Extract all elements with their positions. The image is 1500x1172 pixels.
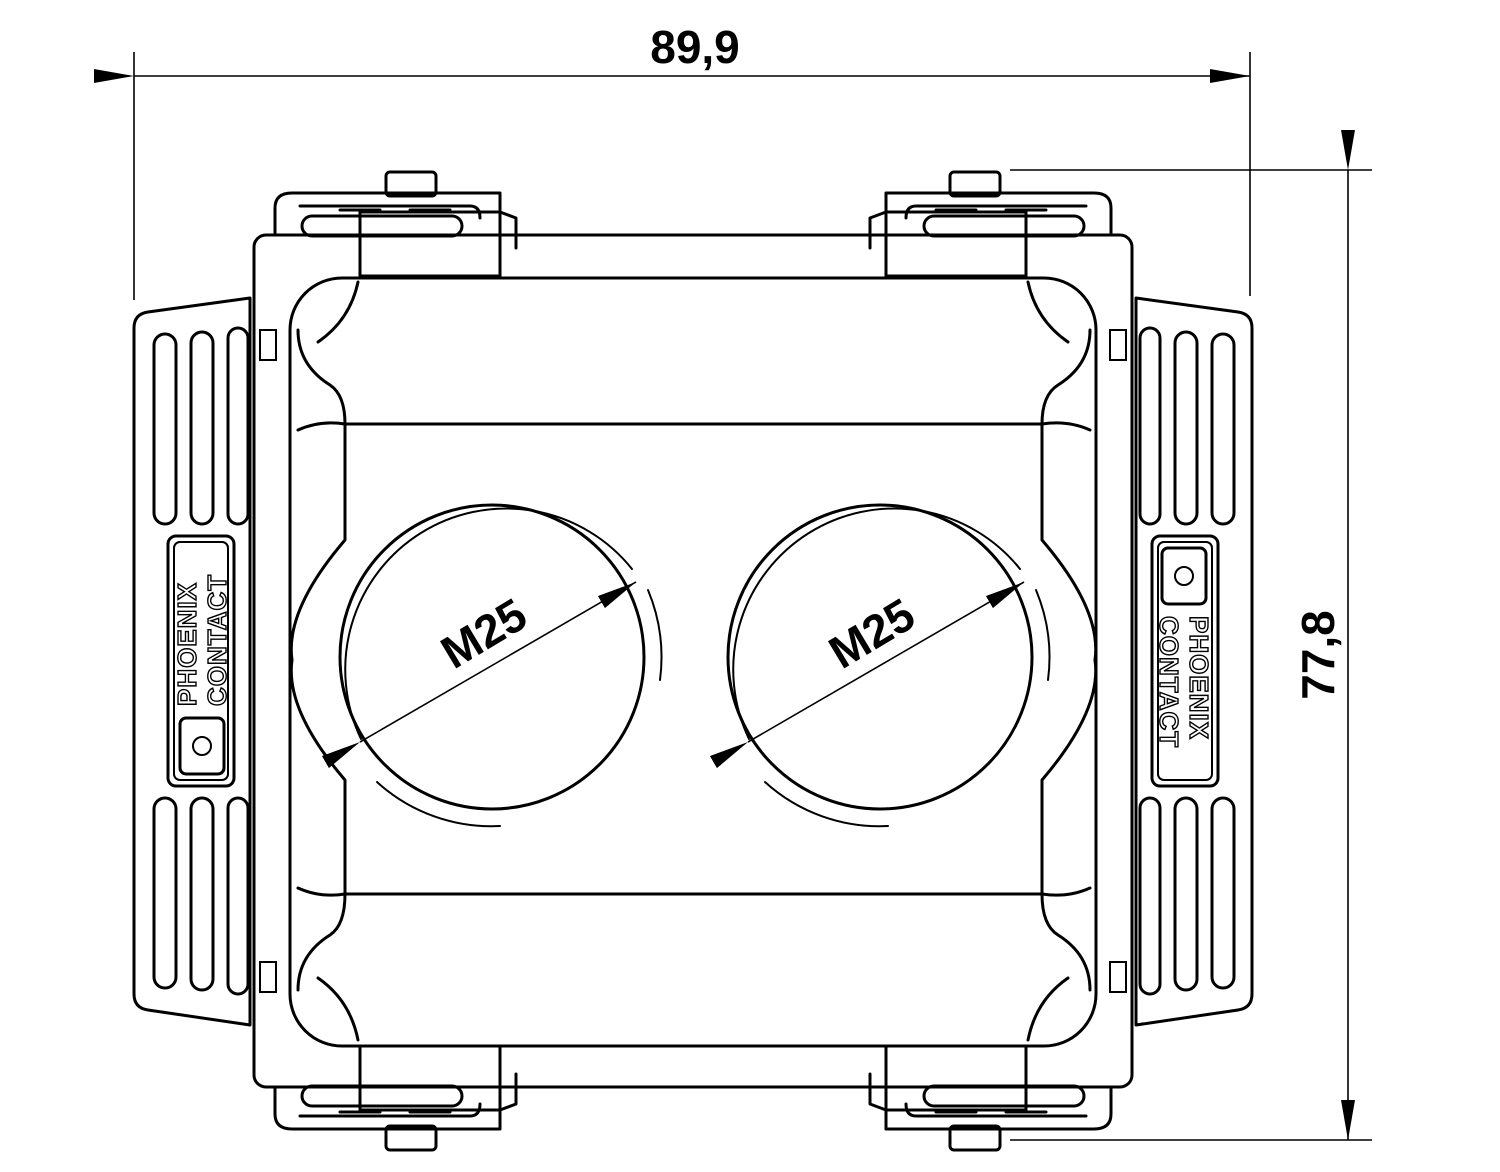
clamp-bottom-right (868, 1044, 1113, 1152)
cable-entry-right: M25 (709, 503, 1051, 828)
logo-text-contact-left: CONTACT (202, 574, 232, 706)
height-dimension-label: 77,8 (1292, 610, 1344, 700)
cable-entry-left: M25 (321, 503, 663, 828)
logo-mark-icon (1174, 566, 1194, 586)
hole-label-right: M25 (820, 588, 923, 679)
lever-right: PHOENIX CONTACT (1134, 296, 1254, 1027)
clamp-bottom-left (273, 1044, 518, 1152)
width-dimension: 89,9 (94, 21, 1251, 300)
height-dimension: 77,8 (1010, 130, 1372, 1141)
clamp-top-left (273, 170, 518, 278)
clamp-top-right (868, 170, 1113, 278)
logo-text-phoenix-left: PHOENIX (172, 582, 202, 706)
lever-left: PHOENIX CONTACT (132, 296, 252, 1027)
phoenix-contact-logo-right: PHOENIX CONTACT (1153, 546, 1215, 749)
logo-text-phoenix-right: PHOENIX (1184, 616, 1214, 740)
phoenix-contact-logo-left: PHOENIX CONTACT (171, 573, 233, 776)
logo-text-contact-right: CONTACT (1154, 616, 1184, 748)
housing-body (252, 233, 1134, 1089)
logo-mark-icon (192, 736, 212, 756)
width-dimension-label: 89,9 (650, 21, 740, 73)
hole-label-left: M25 (432, 588, 535, 679)
